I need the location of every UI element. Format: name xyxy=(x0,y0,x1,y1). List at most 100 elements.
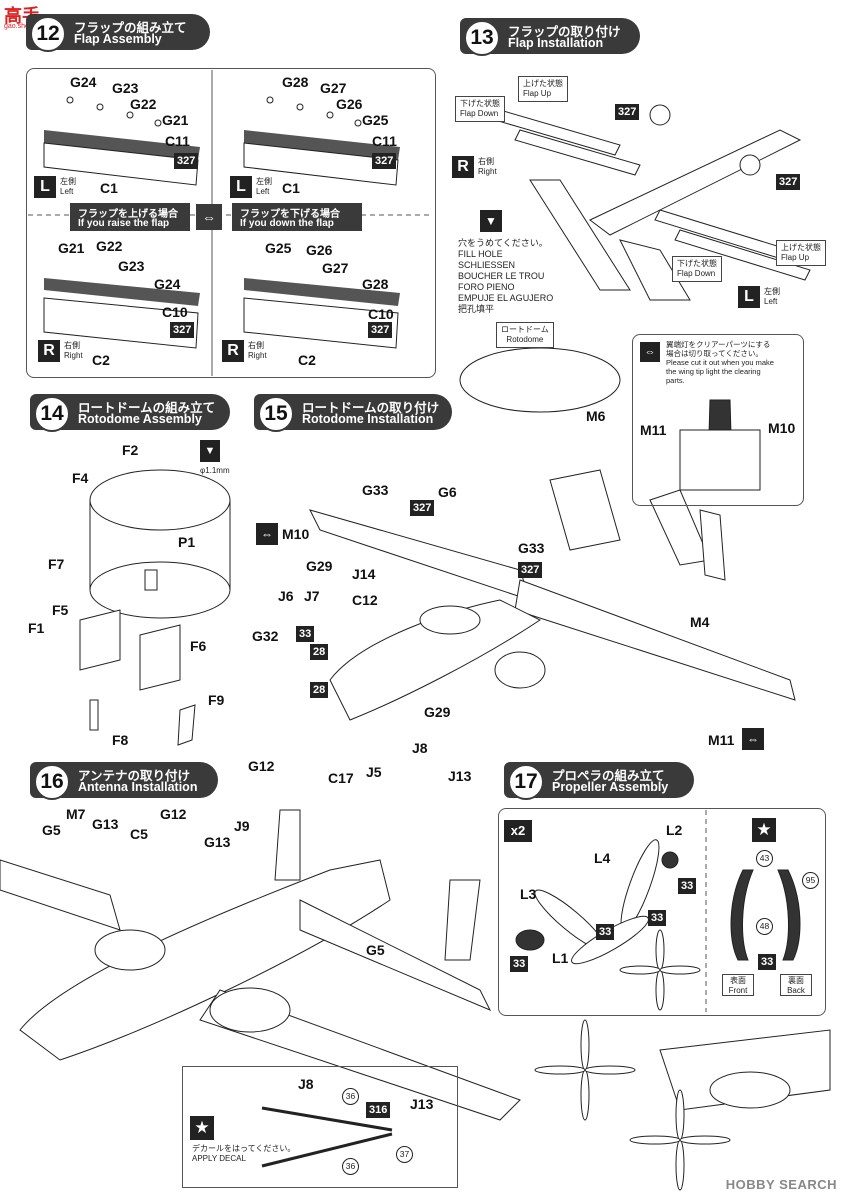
part-label: C2 xyxy=(298,352,316,368)
part-label: J6 xyxy=(278,588,294,604)
part-label: G23 xyxy=(112,80,139,96)
propeller-drawing xyxy=(515,839,701,1011)
step-17-header: 17 プロペラの組み立て Propeller Assembly xyxy=(504,762,694,800)
part-label: F1 xyxy=(28,620,45,636)
color-code: 316 xyxy=(366,1102,391,1118)
part-label: G22 xyxy=(130,96,157,112)
flap-drawing-tl xyxy=(43,96,200,186)
aircraft-drawing-16 xyxy=(0,809,521,1121)
step-title-en: Rotodome Installation xyxy=(302,412,434,426)
step-title-jp: フラップの組み立て xyxy=(74,21,187,35)
flap-drawing-bl xyxy=(43,278,200,349)
color-code: 33 xyxy=(296,626,315,642)
part-label: C1 xyxy=(282,180,300,196)
step-number: 15 xyxy=(258,396,294,432)
decal-number: 36 xyxy=(342,1158,359,1175)
color-code: 327 xyxy=(170,322,195,338)
step-14-header: 14 ロートドームの組み立て Rotodome Assembly xyxy=(30,394,230,432)
aircraft-drawing-15 xyxy=(309,347,796,721)
part-label: G12 xyxy=(160,806,187,822)
flap-drawing-tr xyxy=(243,96,400,186)
part-label: G21 xyxy=(58,240,85,256)
part-label: G25 xyxy=(362,112,389,128)
step-title-en: Antenna Installation xyxy=(78,780,198,794)
part-label: G13 xyxy=(204,834,231,850)
color-code: 327 xyxy=(518,562,543,578)
cut-icon: ⇔ xyxy=(742,728,764,750)
color-code: 33 xyxy=(678,878,697,894)
rotodome-drawing-14 xyxy=(79,469,231,746)
step-12-panel xyxy=(26,68,436,378)
part-label: G33 xyxy=(518,540,545,556)
part-label: M4 xyxy=(690,614,710,630)
step-title-jp: フラップの取り付け xyxy=(508,25,621,39)
step-13-header: 13 フラップの取り付け Flap Installation xyxy=(460,18,640,56)
part-label: G26 xyxy=(306,242,333,258)
part-label: L2 xyxy=(666,822,683,838)
step-number: 16 xyxy=(34,764,70,800)
color-code: 33 xyxy=(648,910,667,926)
part-label: G5 xyxy=(42,822,61,838)
color-code: 33 xyxy=(758,954,777,970)
part-label: F5 xyxy=(52,602,69,618)
color-code: 28 xyxy=(310,644,329,660)
color-code: 327 xyxy=(174,153,199,169)
wingtip-drawing xyxy=(679,399,761,491)
decal-star-icon: ★ xyxy=(752,818,776,842)
part-label: J13 xyxy=(410,1096,434,1112)
fill-hole-icon: ▼ xyxy=(480,210,502,232)
step-title-en: Flap Assembly xyxy=(74,32,162,46)
part-label: M10 xyxy=(282,526,310,542)
color-code: 327 xyxy=(615,104,640,120)
part-label: G27 xyxy=(322,260,349,276)
part-label: G28 xyxy=(362,276,389,292)
side-right: R 右側 Right xyxy=(222,340,268,362)
step-15-header: 15 ロートドームの取り付け Rotodome Installation xyxy=(254,394,452,432)
step-16-header: 16 アンテナの取り付け Antenna Installation xyxy=(30,762,218,800)
part-label: F4 xyxy=(72,470,89,486)
footer-brand: HOBBY SEARCH xyxy=(725,1177,837,1192)
part-label: G28 xyxy=(282,74,309,90)
part-label: G33 xyxy=(362,482,389,498)
part-label: C12 xyxy=(352,592,378,608)
wingtip-inset xyxy=(632,334,804,506)
color-code: 28 xyxy=(310,682,329,698)
decal-number: 48 xyxy=(756,918,773,935)
decal-star-icon: ★ xyxy=(190,1116,214,1140)
part-label: G12 xyxy=(248,758,275,774)
part-label: C11 xyxy=(372,133,397,149)
step-title-jp: アンテナの取り付け xyxy=(78,769,191,783)
color-code: 33 xyxy=(596,924,615,940)
color-code: 33 xyxy=(510,956,529,972)
part-label: G29 xyxy=(424,704,451,720)
part-label: G27 xyxy=(320,80,347,96)
step-title-en: Rotodome Assembly xyxy=(78,412,202,426)
part-label: F8 xyxy=(112,732,129,748)
fill-hole-note: 穴をうめてください。 FILL HOLE SCHLIESSEN BOUCHER … xyxy=(458,238,554,314)
step-title-jp: プロペラの組み立て xyxy=(552,769,665,783)
part-label: P1 xyxy=(178,534,196,550)
part-label: F7 xyxy=(48,556,65,572)
raise-flap-banner: フラップを上げる場合 If you raise the flap xyxy=(70,203,190,231)
part-label: J14 xyxy=(352,566,376,582)
part-label: C17 xyxy=(328,770,354,786)
part-label: F9 xyxy=(208,692,225,708)
side-left: L 左側 Left xyxy=(738,286,784,308)
step-17-panel xyxy=(498,808,826,1016)
part-label: C2 xyxy=(92,352,110,368)
part-label: G6 xyxy=(438,484,457,500)
part-label: G24 xyxy=(70,74,97,90)
part-label: G13 xyxy=(92,816,119,832)
blade-decal-drawing xyxy=(730,869,801,961)
flap-drawing-br xyxy=(243,278,400,349)
part-label: M10 xyxy=(768,420,796,436)
step-number: 14 xyxy=(34,396,70,432)
side-left: L 左側 Left xyxy=(34,176,80,198)
decal-number: 36 xyxy=(342,1088,359,1105)
part-label: G21 xyxy=(162,112,189,128)
